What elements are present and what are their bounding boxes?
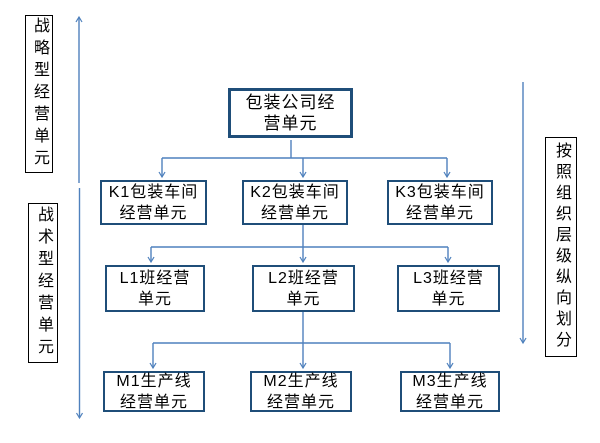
node-company-unit: 包装公司经 营单元 xyxy=(228,88,353,138)
label-strategic-unit: 战略型经营单元 xyxy=(25,15,53,173)
node-company-unit-line1: 包装公司经 xyxy=(245,93,336,112)
node-m2-line2: 经营单元 xyxy=(266,393,335,411)
node-m2-line1: M2生产线 xyxy=(263,372,339,390)
node-l3-line2: 单元 xyxy=(431,290,466,308)
node-l2-shift-unit: L2班经营 单元 xyxy=(252,265,355,312)
node-l2-line1: L2班经营 xyxy=(268,269,339,287)
node-m3-line1: M3生产线 xyxy=(412,372,488,390)
node-m3-line-unit: M3生产线 经营单元 xyxy=(400,371,500,412)
label-tactical-unit: 战术型经营单元 xyxy=(28,203,58,363)
node-k2-line2: 经营单元 xyxy=(260,204,329,222)
node-m3-line2: 经营单元 xyxy=(415,393,484,411)
node-l1-line1: L1班经营 xyxy=(119,269,191,287)
node-m2-line-unit: M2生产线 经营单元 xyxy=(250,371,352,412)
node-k1-workshop-unit: K1包装车间 经营单元 xyxy=(100,180,207,225)
node-m1-line-unit: M1生产线 经营单元 xyxy=(103,371,205,412)
node-k1-line1: K1包装车间 xyxy=(108,183,199,201)
node-l3-line1: L3班经营 xyxy=(413,269,484,287)
node-m1-line2: 经营单元 xyxy=(119,393,188,411)
node-k3-line1: K3包装车间 xyxy=(395,183,485,201)
node-l3-shift-unit: L3班经营 单元 xyxy=(397,265,500,312)
node-k3-workshop-unit: K3包装车间 经营单元 xyxy=(387,180,493,225)
node-k1-line2: 经营单元 xyxy=(119,204,188,222)
node-k3-line2: 经营单元 xyxy=(405,204,474,222)
node-k2-workshop-unit: K2包装车间 经营单元 xyxy=(242,180,348,225)
node-m1-line1: M1生产线 xyxy=(116,372,192,390)
node-l2-line2: 单元 xyxy=(286,290,321,308)
node-l1-shift-unit: L1班经营 单元 xyxy=(105,265,205,312)
node-k2-line1: K2包装车间 xyxy=(250,183,340,201)
label-hierarchy-division: 按照组织层级纵向划分 xyxy=(545,137,577,357)
node-l1-line2: 单元 xyxy=(137,290,172,308)
node-company-unit-line2: 营单元 xyxy=(263,114,318,133)
